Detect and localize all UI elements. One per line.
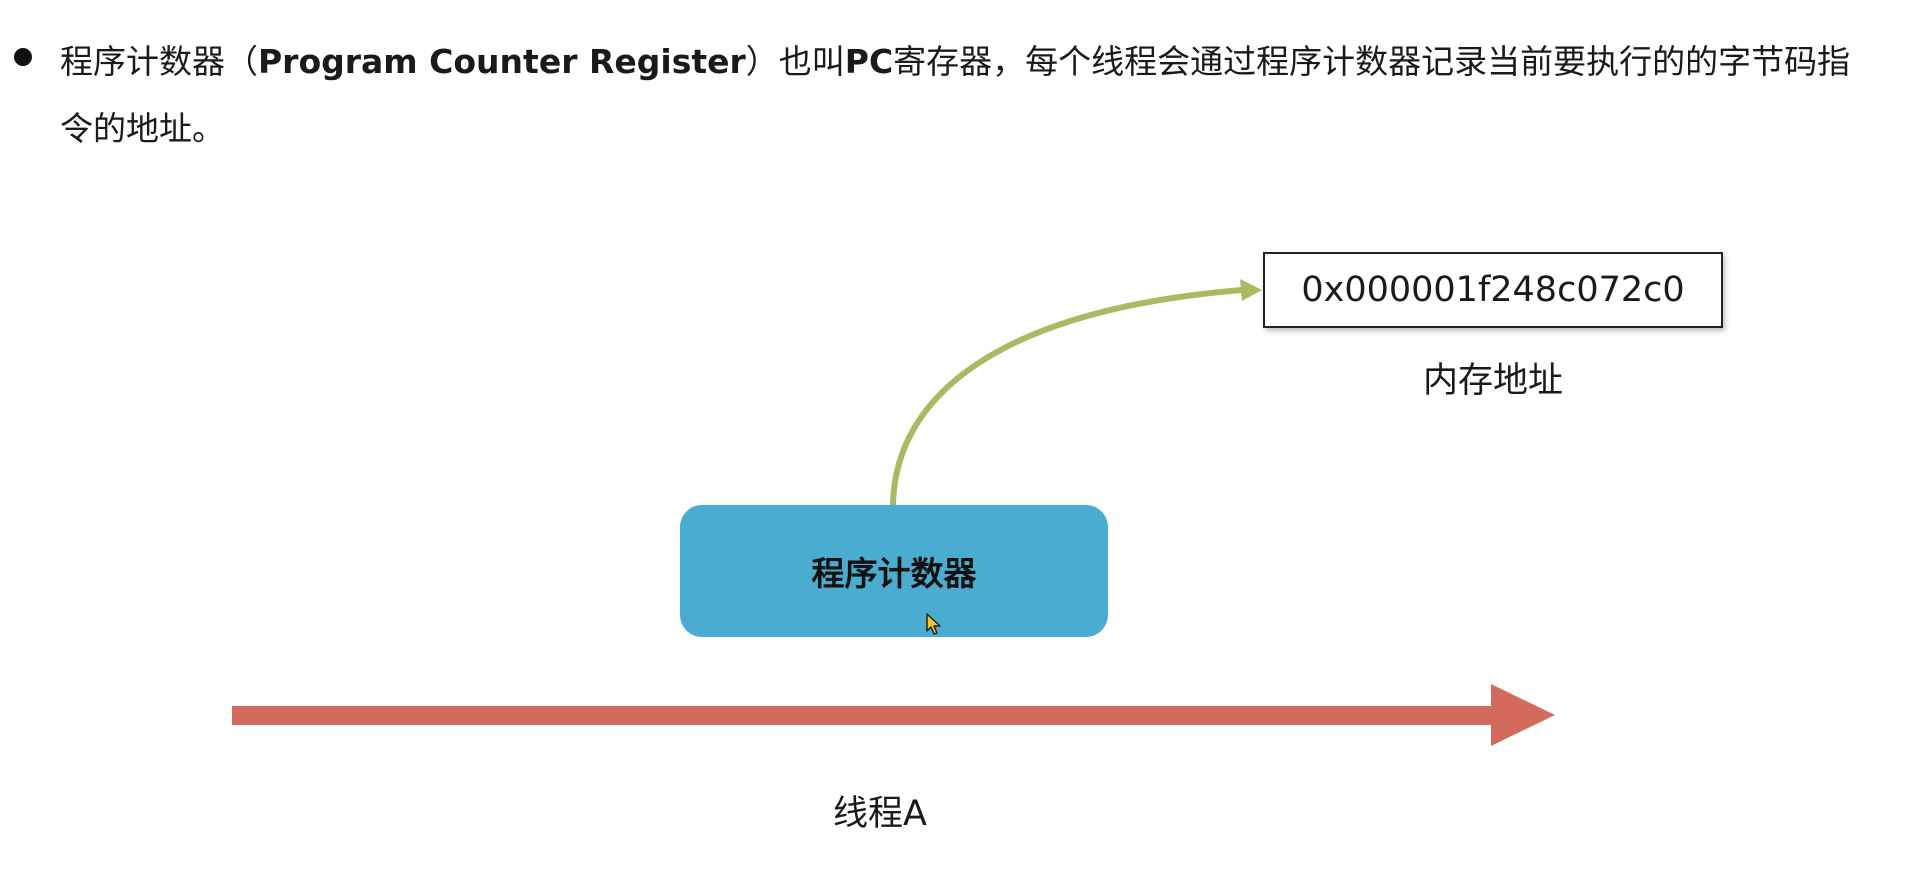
bullet-dot-icon (14, 48, 32, 66)
memory-address-caption: 内存地址 (1422, 361, 1563, 401)
bullet-pc-bold: PC (844, 42, 894, 81)
mouse-cursor-icon (926, 613, 941, 635)
bullet-text: 程序计数器（Program Counter Register）也叫PC寄存器，每… (60, 28, 1880, 162)
thread-label: 线程A (833, 794, 927, 834)
bullet-term-bold: Program Counter Register (258, 42, 746, 81)
curved-arrow-line (890, 287, 1245, 508)
memory-address-box: 0x000001f248c072c0 (1263, 252, 1723, 328)
thread-arrow-shaft (232, 706, 1494, 725)
program-counter-box: 程序计数器 (680, 505, 1108, 637)
bullet-text-part3: 寄存器，每个线程会通过程序计数器记录当前要执行的的字节码指令的地址。 (60, 42, 1851, 148)
memory-address-value: 0x000001f248c072c0 (1301, 270, 1685, 310)
thread-arrow-head (1491, 684, 1555, 746)
bullet-text-part1: 程序计数器（ (60, 42, 258, 81)
bullet-text-part2: ）也叫 (745, 42, 845, 81)
program-counter-label: 程序计数器 (811, 554, 977, 593)
curved-arrow-head (1240, 279, 1262, 301)
